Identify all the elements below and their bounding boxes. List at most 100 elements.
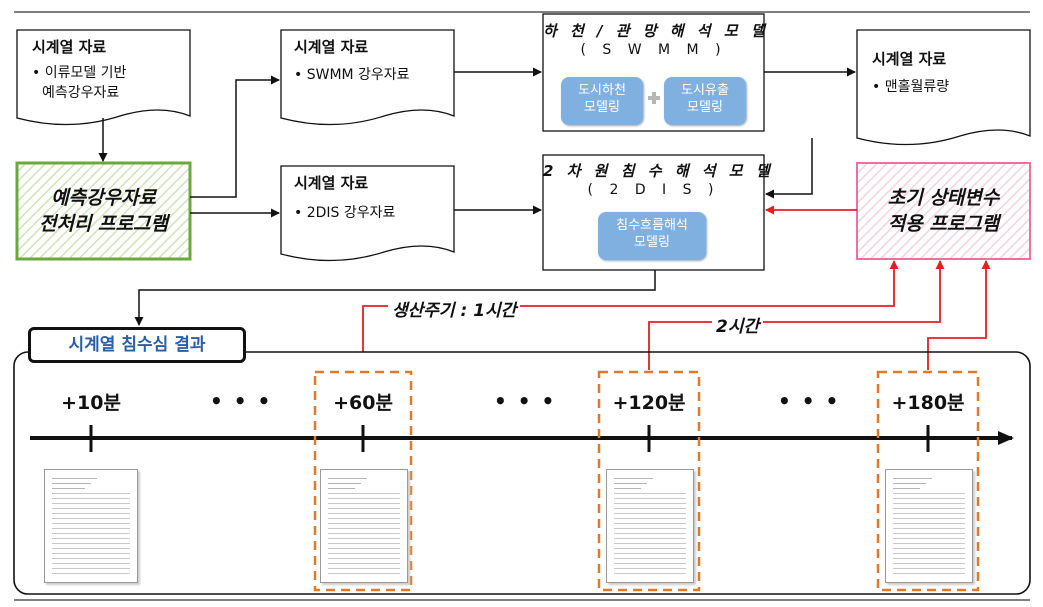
thumbnail-text-line [52, 523, 130, 524]
thumbnail-text-line [614, 553, 686, 554]
doc-shape-forecast [16, 29, 191, 126]
thumbnail-text-line [893, 528, 965, 529]
thumbnail-text-line [328, 528, 400, 529]
thumbnail-text-line [328, 533, 400, 534]
thumbnail-text-line [614, 528, 686, 529]
thumbnail-text-line [893, 533, 965, 534]
thumbnail-text-line [328, 518, 400, 519]
thumbnail-text-line [614, 568, 686, 569]
preprocess-box [15, 161, 192, 261]
thumbnail-text-line [893, 513, 965, 514]
module-river-line-1: 도시하천 [578, 83, 626, 98]
doc-manhole-title: 시계열 자료 [872, 50, 947, 68]
thumbnail-text-line [52, 493, 130, 494]
thumbnail-text-line [328, 563, 400, 564]
thumbnail-text-line [893, 493, 965, 494]
doc-forecast-item-2: 예측강우자료 [42, 85, 120, 101]
production-cycle-label: 생산주기 : 1시간 [388, 296, 521, 321]
results-title: 시계열 침수심 결과 [28, 327, 246, 363]
thumbnail-text-line [893, 538, 965, 539]
thumbnail-text-line [328, 488, 355, 489]
result-thumbnail-60 [320, 469, 408, 583]
swmm-module-river: 도시하천 모델링 [561, 77, 643, 125]
thumbnail-text-line [893, 548, 965, 549]
thumbnail-text-line [893, 568, 965, 569]
doc-manhole-item: • 맨홀월류량 [872, 79, 950, 95]
thumbnail-text-line [614, 558, 686, 559]
preprocess-line-2: 전처리 프로그램 [39, 213, 168, 235]
red-line-180 [927, 260, 991, 370]
thumbnail-text-line [52, 553, 130, 554]
thumbnail-text-line [52, 538, 130, 539]
doc-swmm-rain-title: 시계열 자료 [294, 38, 369, 56]
thumbnail-text-line [328, 493, 400, 494]
thumbnail-text-line [52, 483, 91, 484]
thumbnail-text-line [614, 498, 686, 499]
doc-shape-2dis-rain [280, 165, 455, 262]
doc-shape-manhole [856, 29, 1031, 146]
thumbnail-text-line [52, 543, 130, 544]
arrow-preprocess-to-swmm-rain [190, 75, 280, 198]
2dis-model-subtitle: ( 2 D I S ) [587, 182, 720, 198]
doc-2dis-rain-item: • 2DIS 강우자료 [294, 205, 396, 221]
module-runoff-line-2: 모델링 [687, 100, 723, 115]
thumbnail-text-line [52, 478, 97, 479]
thumbnail-text-line [893, 498, 965, 499]
2dis-module-flood: 침수흐름해석 모델링 [598, 212, 706, 260]
thumbnail-text-line [328, 483, 361, 484]
thumbnail-text-line [328, 553, 400, 554]
thumbnail-text-line [52, 548, 130, 549]
thumbnail-text-line [52, 558, 130, 559]
thumbnail-text-line [328, 508, 400, 509]
thumbnail-text-line [52, 488, 85, 489]
preprocess-line-1: 예측강우자료 [51, 187, 156, 209]
thumbnail-text-line [614, 548, 686, 549]
thumbnail-text-line [614, 518, 686, 519]
thumbnail-text-line [893, 543, 965, 544]
initial-line-1: 초기 상태변수 [887, 187, 1000, 209]
highlight-120 [597, 370, 701, 592]
thumbnail-text-line [52, 573, 130, 574]
tick-label-60: +60분 [333, 392, 393, 414]
module-flood-line-2: 모델링 [634, 235, 670, 250]
swmm-model-subtitle: ( S W M M ) [580, 42, 727, 58]
thumbnail-text-line [328, 498, 400, 499]
2dis-model-title: 2 차 원 침 수 해 석 모 델 [543, 162, 774, 180]
initial-line-2: 적용 프로그램 [887, 213, 1000, 235]
thumbnail-text-line [893, 488, 920, 489]
thumbnail-text-line [614, 508, 686, 509]
thumbnail-text-line [614, 503, 686, 504]
red-line-120 [648, 260, 945, 370]
ellipsis-3: • • • [778, 389, 841, 413]
thumbnail-text-line [893, 508, 965, 509]
thumbnail-text-line [52, 518, 130, 519]
result-thumbnail-10 [44, 469, 138, 583]
thumbnail-text-line [328, 573, 400, 574]
thumbnail-text-line [614, 563, 686, 564]
tick-label-120: +120분 [612, 392, 686, 414]
preprocess-program: 예측강우자료 전처리 프로그램 [17, 163, 190, 259]
interval-label: 2시간 [712, 312, 764, 337]
tick-label-180: +180분 [891, 392, 965, 414]
thumbnail-text-line [614, 538, 686, 539]
thumbnail-text-line [52, 513, 130, 514]
thumbnail-text-line [328, 513, 400, 514]
arrow-manhole-to-2dis [765, 138, 813, 199]
doc-2dis-rain-title: 시계열 자료 [294, 174, 369, 192]
thumbnail-text-line [614, 533, 686, 534]
ellipsis-1: • • • [210, 389, 273, 413]
thumbnail-text-line [893, 558, 965, 559]
thumbnail-text-line [893, 478, 932, 479]
thumbnail-text-line [893, 523, 965, 524]
swmm-module-runoff: 도시유출 모델링 [664, 77, 746, 125]
thumbnail-text-line [614, 493, 686, 494]
thumbnail-text-line [328, 478, 367, 479]
module-river-line-2: 모델링 [584, 100, 620, 115]
thumbnail-text-line [52, 503, 130, 504]
result-thumbnail-120 [606, 469, 694, 583]
red-line-60 [362, 260, 899, 352]
thumbnail-text-line [614, 543, 686, 544]
thumbnail-text-line [52, 563, 130, 564]
thumbnail-text-line [893, 518, 965, 519]
swmm-model-title: 하 천 / 관 망 해 석 모 델 [543, 22, 769, 40]
